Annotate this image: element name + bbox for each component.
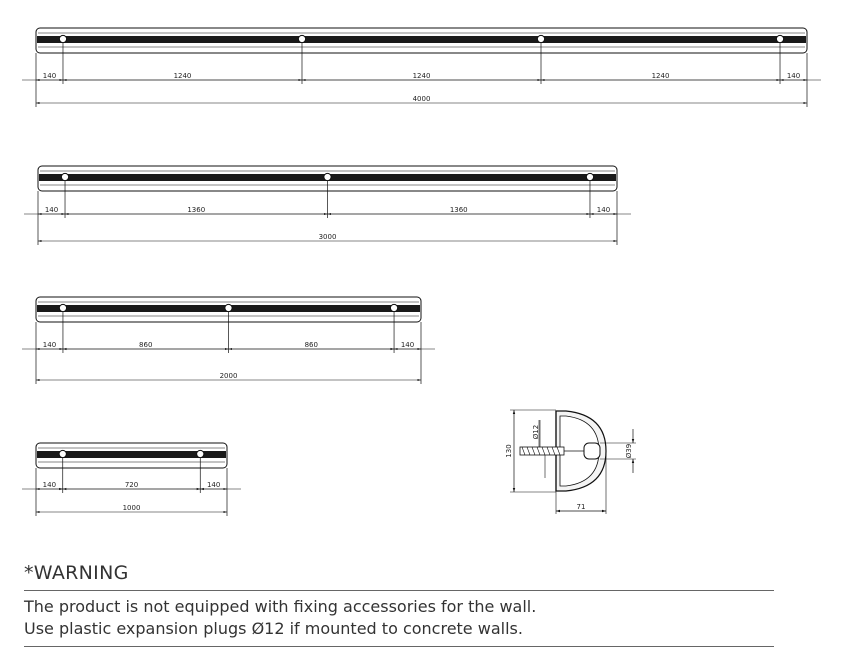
fixing-hole bbox=[224, 303, 233, 313]
segment-length-label: 1240 bbox=[413, 72, 431, 80]
fixing-hole bbox=[196, 449, 205, 459]
segment-length-label: 140 bbox=[787, 72, 800, 80]
segment-length-label: 860 bbox=[305, 341, 318, 349]
segment-length-label: 140 bbox=[43, 72, 56, 80]
segment-length-label: 720 bbox=[125, 481, 138, 489]
bar-view-2000: 140 860 860 140 2000 bbox=[22, 296, 435, 384]
total-length-label: 1000 bbox=[123, 504, 141, 512]
segment-length-label: 140 bbox=[43, 341, 56, 349]
profile-channel bbox=[583, 442, 601, 460]
segment-length-label: 1360 bbox=[187, 206, 205, 214]
warning-divider-top bbox=[24, 590, 774, 591]
cross-section-view: 130 71 Ø39 Ø12 bbox=[505, 409, 636, 514]
fixing-hole bbox=[58, 303, 68, 313]
section-height-label: 130 bbox=[505, 444, 513, 457]
total-length-label: 4000 bbox=[413, 95, 431, 103]
total-length-label: 3000 bbox=[319, 233, 337, 241]
bar-view-4000: 140 1240 1240 1240 140 4000 bbox=[22, 27, 821, 107]
segment-length-label: 140 bbox=[207, 481, 220, 489]
section-depth-label: 71 bbox=[577, 503, 586, 511]
fixing-hole bbox=[60, 172, 70, 182]
fixing-hole bbox=[58, 449, 67, 459]
total-length-label: 2000 bbox=[220, 372, 238, 380]
segment-length-label: 860 bbox=[139, 341, 152, 349]
bar-view-1000: 140 720 140 1000 bbox=[22, 442, 241, 516]
fixing-hole bbox=[323, 172, 332, 182]
segment-length-label: 1240 bbox=[174, 72, 192, 80]
warning-text-line-1: The product is not equipped with fixing … bbox=[24, 597, 537, 616]
segment-length-label: 1240 bbox=[652, 72, 670, 80]
hole-diameter-label: Ø12 bbox=[532, 425, 540, 439]
segment-length-label: 1360 bbox=[450, 206, 468, 214]
segment-length-label: 140 bbox=[43, 481, 56, 489]
segment-length-label: 140 bbox=[597, 206, 610, 214]
fixing-hole bbox=[585, 172, 595, 182]
bar-view-3000: 140 1360 1360 140 3000 bbox=[24, 165, 631, 245]
fixing-hole bbox=[297, 34, 307, 44]
bar-rubber-strip bbox=[37, 451, 226, 458]
warning-text-line-2: Use plastic expansion plugs Ø12 if mount… bbox=[24, 619, 523, 638]
segment-length-label: 140 bbox=[401, 341, 414, 349]
fixing-hole bbox=[389, 303, 399, 313]
bumper-diameter-label: Ø39 bbox=[625, 444, 633, 458]
fixing-hole bbox=[775, 34, 785, 44]
bar-rubber-strip bbox=[37, 36, 806, 43]
fixing-hole bbox=[58, 34, 68, 44]
warning-title: *WARNING bbox=[24, 562, 129, 584]
fixing-hole bbox=[536, 34, 546, 44]
warning-divider-bottom bbox=[24, 646, 774, 647]
segment-length-label: 140 bbox=[45, 206, 58, 214]
